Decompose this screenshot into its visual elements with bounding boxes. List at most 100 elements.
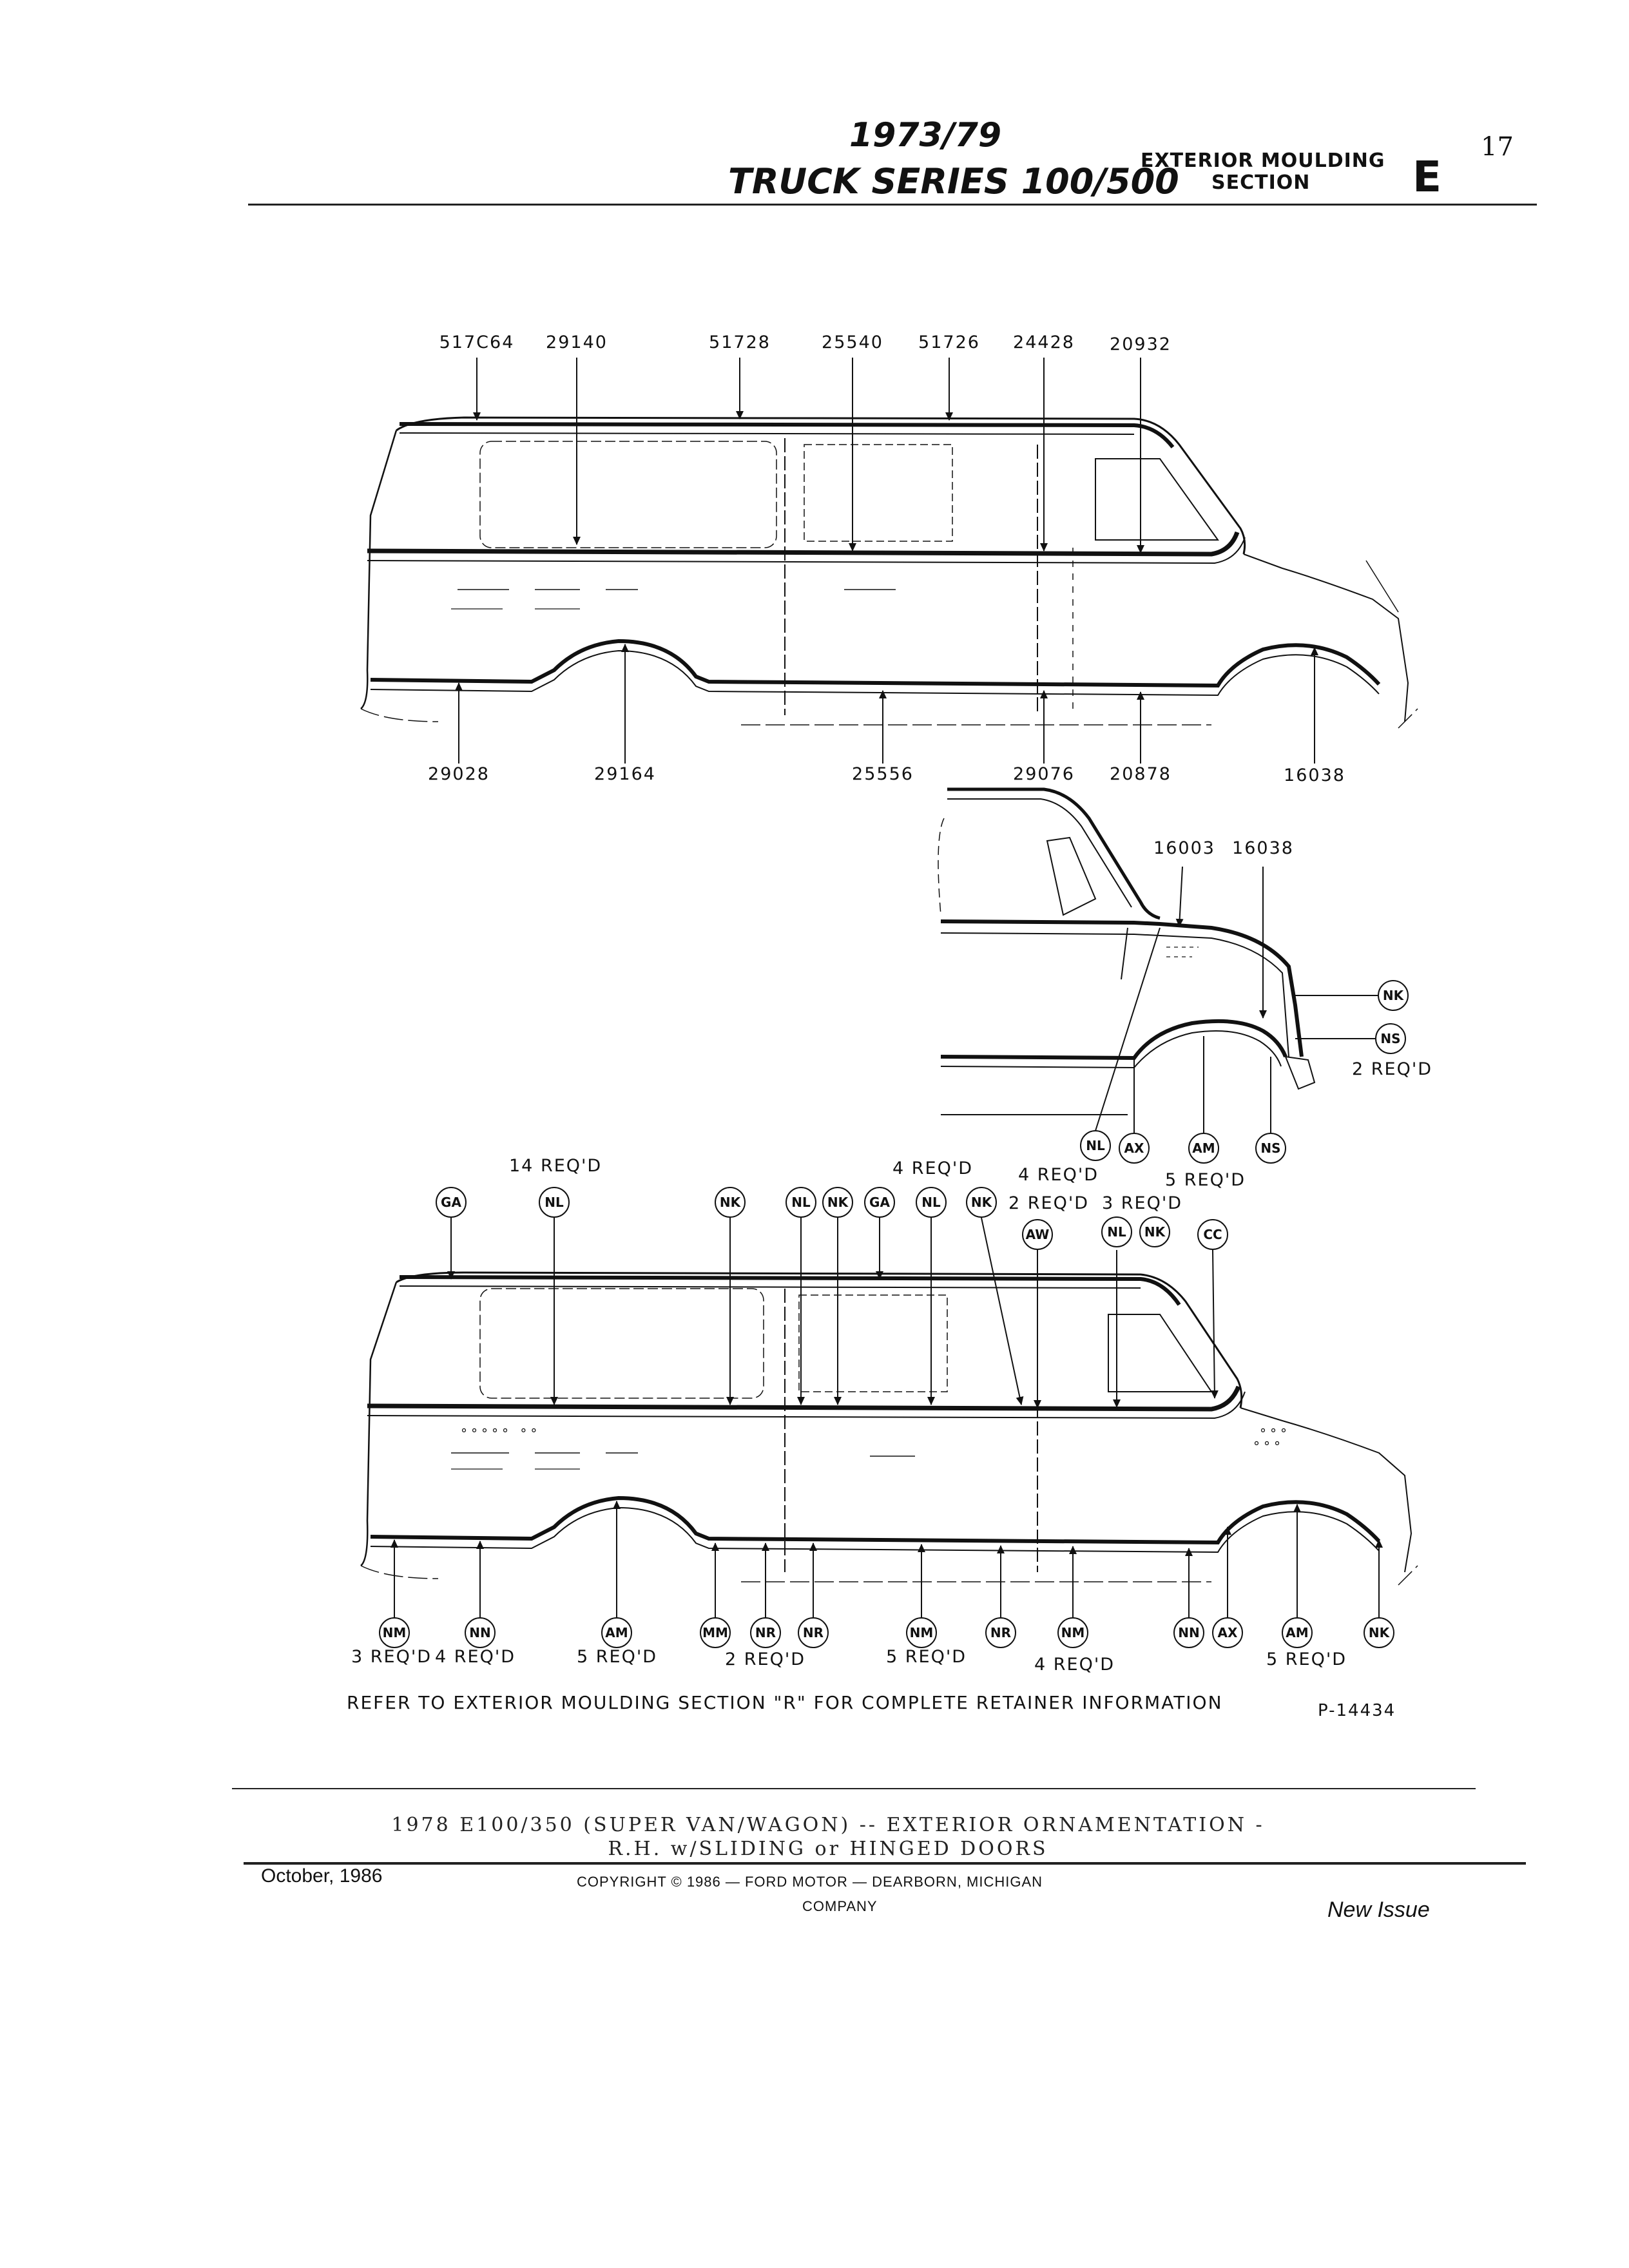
top-label: 51726 [918, 332, 980, 352]
svg-text:NR: NR [755, 1625, 776, 1640]
svg-text:AX: AX [1218, 1625, 1238, 1640]
header-section-line2: SECTION [1211, 171, 1311, 194]
bottom-label: 25556 [852, 764, 914, 784]
bottom-label: 20878 [1110, 764, 1171, 784]
callout-circle: NM [906, 1617, 937, 1648]
front-note-4-reqd: 4 REQ'D [1018, 1165, 1099, 1185]
header-rule [248, 204, 1537, 206]
svg-text:AM: AM [1286, 1625, 1308, 1640]
bottom-van-top-callouts: GA NL NK NL NK GA NL NK AW NL NK CC [436, 1187, 1228, 1250]
svg-text:NM: NM [1061, 1625, 1085, 1640]
svg-text:NL: NL [791, 1195, 811, 1210]
callout-circle: MM [700, 1617, 731, 1648]
caption-top-rule [232, 1788, 1476, 1789]
svg-text:NS: NS [1260, 1140, 1280, 1156]
svg-text:°°°: °°° [1260, 1426, 1291, 1441]
top-label: 25540 [822, 332, 883, 352]
callout-circle: AW [1022, 1219, 1053, 1250]
bottom-label: 29076 [1013, 764, 1075, 784]
svg-text:NN: NN [1178, 1625, 1199, 1640]
callout-circle: AM [1188, 1133, 1219, 1164]
bottom-van-bottom-notes: 3 REQ'D 4 REQ'D 5 REQ'D 2 REQ'D 5 REQ'D … [351, 1647, 1347, 1675]
callout-circle: AX [1119, 1133, 1150, 1164]
bottom-van-top-notes: 14 REQ'D 4 REQ'D 2 REQ'D 3 REQ'D [509, 1156, 1182, 1213]
top-label: 20932 [1110, 334, 1171, 354]
figure-number: P-14434 [1318, 1701, 1396, 1720]
top-van-leaders [455, 358, 1318, 764]
bottom-label: 29164 [594, 764, 656, 784]
svg-text:NK: NK [1383, 988, 1405, 1003]
front-note-2-reqd: 2 REQ'D [1352, 1059, 1432, 1079]
svg-text:NN: NN [469, 1625, 490, 1640]
note-5-reqd: 5 REQ'D [1266, 1649, 1347, 1669]
svg-text:GA: GA [441, 1195, 461, 1210]
svg-text:NM: NM [910, 1625, 934, 1640]
svg-text:GA: GA [869, 1195, 890, 1210]
svg-text:NK: NK [1369, 1625, 1391, 1640]
callout-circle: NR [798, 1617, 829, 1648]
callout-circle: NL [539, 1187, 570, 1218]
front-note-5-reqd: 5 REQ'D [1165, 1170, 1246, 1190]
svg-text:NS: NS [1380, 1031, 1400, 1046]
callout-circle: AM [601, 1617, 632, 1648]
callout-circle: NM [1057, 1617, 1088, 1648]
note-2-reqd: 2 REQ'D [725, 1649, 805, 1669]
svg-text:NK: NK [720, 1195, 742, 1210]
footer-copyright-line2: COMPANY [802, 1898, 878, 1914]
callout-circle: NR [750, 1617, 781, 1648]
svg-text:°°°: °°° [1253, 1439, 1284, 1454]
callout-circle: NS [1255, 1133, 1286, 1164]
callout-circle: NK [1139, 1216, 1170, 1247]
refer-note: REFER TO EXTERIOR MOULDING SECTION "R" F… [347, 1692, 1223, 1713]
note-2-reqd: 2 REQ'D [1008, 1193, 1089, 1213]
callout-circle: NL [916, 1187, 947, 1218]
note-5-reqd: 5 REQ'D [577, 1647, 657, 1667]
callout-circle: NK [715, 1187, 746, 1218]
bottom-van-drawing: °°°°° °° °°° °°° [360, 1271, 1418, 1586]
callout-circle: NL [786, 1187, 816, 1218]
header-year: 1973/79 [849, 116, 1002, 155]
callout-circle: NS [1375, 1023, 1406, 1054]
svg-text:NL: NL [921, 1195, 941, 1210]
svg-text:AM: AM [1192, 1140, 1215, 1156]
callout-circle: CC [1197, 1219, 1228, 1250]
callout-circle: NK [1378, 980, 1409, 1011]
front-label: 16003 [1153, 838, 1215, 858]
svg-text:NR: NR [803, 1625, 824, 1640]
bottom-van-bottom-callouts: NM NN AM MM NR NR NM NR NM NN AX AM NK [379, 1617, 1394, 1648]
note-4-reqd: 4 REQ'D [435, 1647, 516, 1667]
note-3-reqd: 3 REQ'D [1102, 1193, 1182, 1213]
svg-text:AM: AM [605, 1625, 628, 1640]
caption-line2: R.H. w/SLIDING or HINGED DOORS [608, 1838, 1048, 1860]
svg-text:NK: NK [1144, 1224, 1166, 1240]
footer-rule [244, 1862, 1526, 1865]
callout-circle: NM [379, 1617, 410, 1648]
front-detail-text: 16003 16038 2 REQ'D 4 REQ'D 5 REQ'D [1018, 838, 1432, 1190]
callout-circle: GA [436, 1187, 467, 1218]
top-label: 517C64 [439, 332, 515, 352]
front-label: 16038 [1232, 838, 1294, 858]
note-3-reqd: 3 REQ'D [351, 1647, 432, 1667]
top-label: 24428 [1013, 332, 1075, 352]
top-label: 51728 [709, 332, 771, 352]
front-detail-drawing [938, 787, 1316, 1115]
callout-circle: NR [985, 1617, 1016, 1648]
bottom-van-top-leaders [447, 1217, 1219, 1408]
bottom-label: 16038 [1284, 765, 1345, 785]
callout-circle: NL [1101, 1216, 1132, 1247]
header-section-line1: EXTERIOR MOULDING [1141, 149, 1385, 172]
caption-line1: 1978 E100/350 (SUPER VAN/WAGON) -- EXTER… [391, 1814, 1265, 1836]
front-detail-callouts: NK NS NL AX AM NS [1080, 980, 1409, 1164]
page-number: 17 [1481, 132, 1514, 162]
callout-circle: AX [1212, 1617, 1243, 1648]
svg-text:AX: AX [1124, 1140, 1144, 1156]
footer-copyright-line1: COPYRIGHT © 1986 — FORD MOTOR — DEARBORN… [577, 1874, 1043, 1890]
top-van-labels: 517C64 29140 51728 25540 51726 24428 209… [428, 332, 1345, 785]
svg-text:NK: NK [827, 1195, 849, 1210]
svg-text:MM: MM [702, 1625, 728, 1640]
front-detail-leaders [1095, 866, 1379, 1134]
svg-text:°°°°° °°: °°°°° °° [461, 1426, 541, 1441]
svg-text:NM: NM [383, 1625, 407, 1640]
header-section-letter: E [1412, 152, 1442, 202]
